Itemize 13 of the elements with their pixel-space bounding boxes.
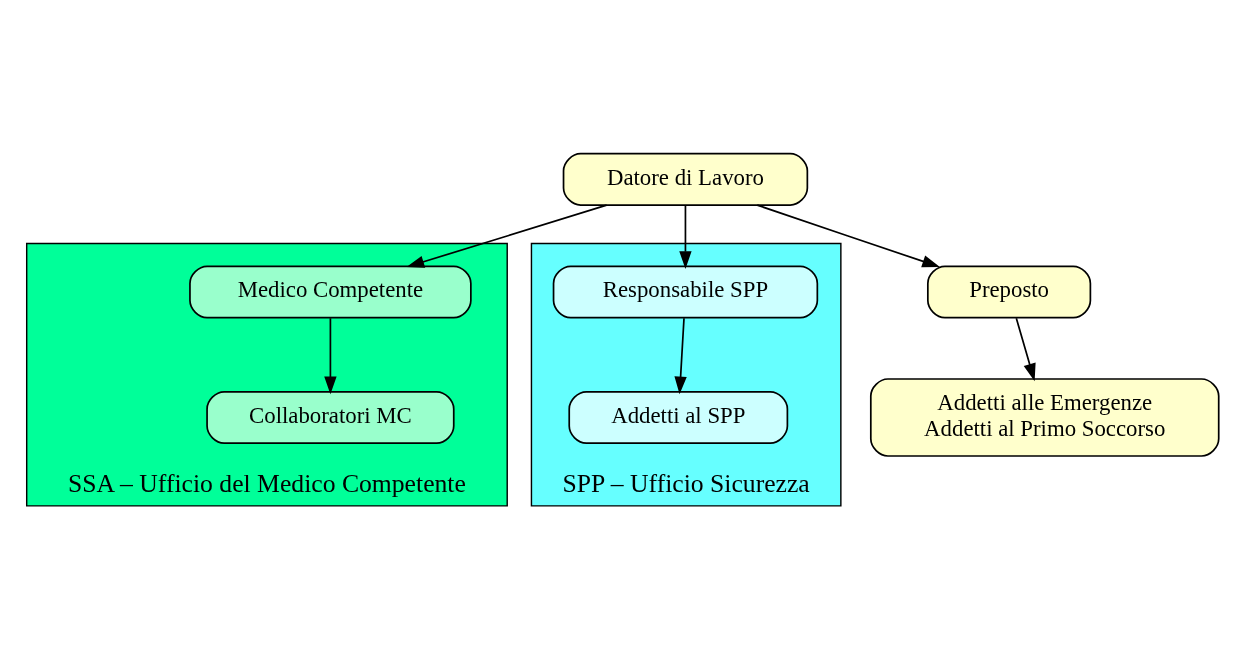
node-box: Responsabile SPP xyxy=(552,265,819,319)
node-box: Addetti al SPP xyxy=(568,390,789,444)
arrow xyxy=(406,204,608,268)
node-box: Collaboratori MC xyxy=(206,390,455,444)
arrow xyxy=(324,317,337,395)
arrow xyxy=(674,317,687,395)
node-box: Medico Competente xyxy=(189,265,472,319)
node-box: Preposto xyxy=(927,265,1092,319)
node-box: Addetti alle Emergenze Addetti al Primo Soccorso xyxy=(869,378,1220,457)
arrow xyxy=(756,204,940,268)
arrow xyxy=(679,204,692,269)
arrow xyxy=(1015,317,1036,382)
node-box: Datore di Lavoro xyxy=(562,152,809,206)
